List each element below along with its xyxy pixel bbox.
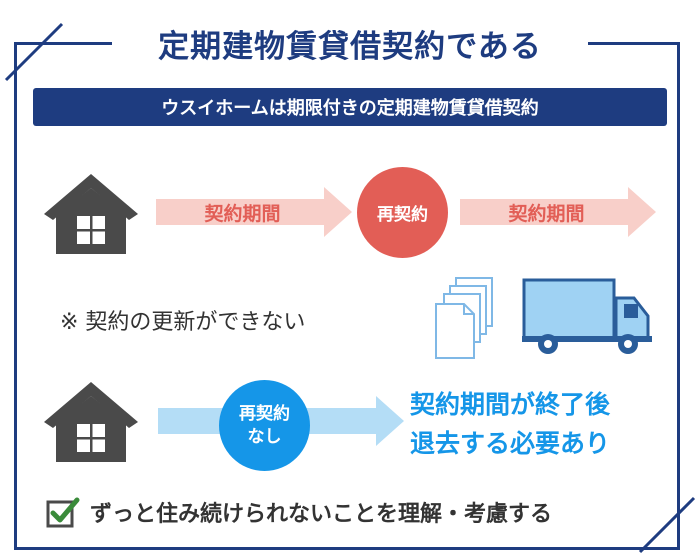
no-renewal-circle: 再契約 なし xyxy=(219,380,310,471)
period-arrow-1 xyxy=(156,187,352,237)
house-icon xyxy=(44,382,138,462)
period-label-1: 契約期間 xyxy=(204,203,281,225)
no-renewal-note: ※ 契約の更新ができない xyxy=(60,310,306,335)
corner-stripe-top-left xyxy=(4,22,64,82)
period-arrow-2 xyxy=(460,187,656,237)
title-background xyxy=(112,20,588,66)
footer-message: ずっと住み続けられないことを理解・考慮する xyxy=(90,502,553,527)
subtitle-banner: ウスイホームは期限付きの定期建物賃貸借契約 xyxy=(33,88,667,126)
no-renewal-circle-line2: なし xyxy=(247,426,282,447)
result-line-2: 退去する必要あり xyxy=(410,428,611,458)
move-out-result: 契約期間が終了後 退去する必要あり xyxy=(410,386,670,464)
no-renewal-circle-line1: 再契約 xyxy=(239,404,290,425)
corner-stripe-bottom-right xyxy=(638,496,696,554)
truck-icon xyxy=(522,278,652,354)
result-line-1: 契約期間が終了後 xyxy=(410,390,611,419)
period-label-2: 契約期間 xyxy=(508,203,585,225)
renewal-label: 再契約 xyxy=(377,205,428,225)
documents-icon xyxy=(435,277,493,359)
checkbox-icon xyxy=(46,497,80,528)
page-title: 定期建物賃貸借契約である xyxy=(158,28,542,65)
house-icon xyxy=(44,174,138,254)
renewal-circle: 再契約 xyxy=(357,167,448,258)
